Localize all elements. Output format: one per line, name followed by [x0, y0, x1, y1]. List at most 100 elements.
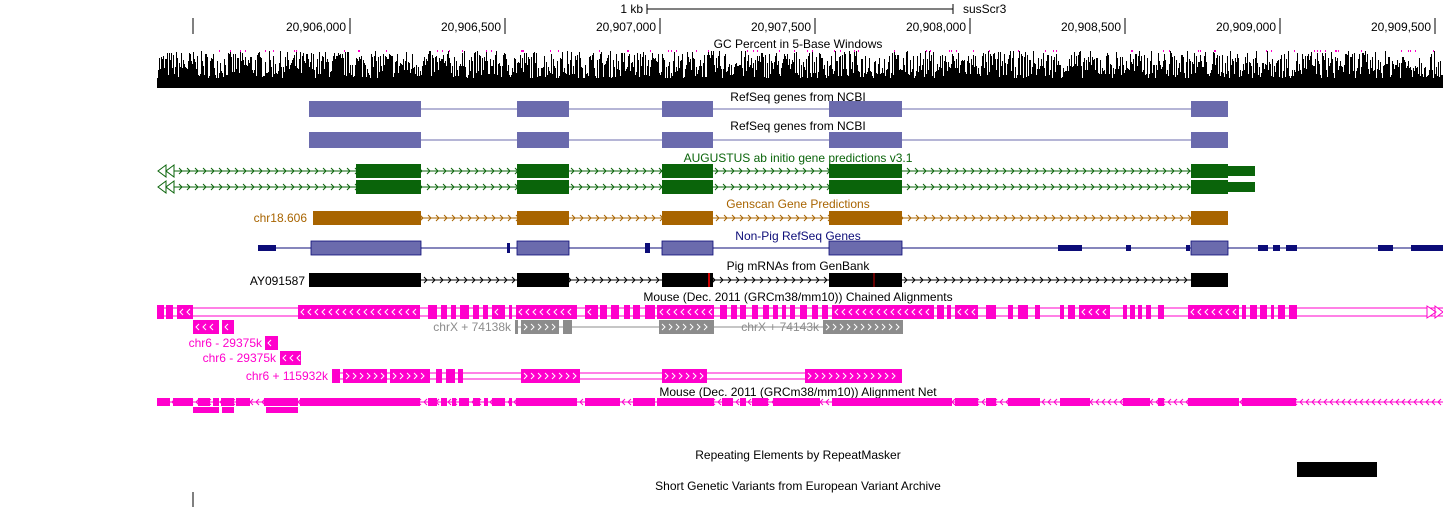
strand-arrow	[828, 372, 833, 380]
gc-bar	[176, 52, 177, 88]
gc-bar	[1035, 64, 1036, 88]
gc-bar	[351, 75, 352, 88]
gc-bar	[986, 62, 987, 88]
genscan-track[interactable]: Genscan Gene Predictions chr18.606	[254, 197, 1228, 225]
gc-bar	[1222, 55, 1223, 88]
exon-block	[662, 273, 713, 287]
strand-arrow	[834, 308, 839, 316]
gc-bar	[432, 55, 433, 88]
gc-bar	[1325, 53, 1326, 88]
mrna-alignment[interactable]	[309, 273, 1228, 287]
strand-arrow	[594, 167, 599, 175]
gc-bar	[447, 54, 448, 88]
gc-bar	[609, 77, 610, 88]
strand-arrow	[743, 276, 748, 284]
augustus-genes[interactable]	[157, 164, 1255, 194]
gc-bar	[970, 74, 971, 88]
gc-bar	[435, 57, 436, 88]
gc-bar	[945, 56, 946, 88]
gc-bar	[1181, 55, 1182, 88]
chain-block	[662, 369, 707, 383]
gc-bar	[1268, 70, 1269, 88]
gc-bar	[1206, 62, 1207, 88]
gc-bar	[1265, 64, 1266, 88]
gc-bar	[629, 54, 630, 88]
strand-arrow	[739, 214, 744, 222]
chain-block	[1250, 305, 1257, 319]
chain-alignments[interactable]	[157, 305, 1443, 383]
gc-bar	[814, 62, 815, 88]
augustus-track[interactable]: AUGUSTUS ab initio gene predictions v3.1	[157, 151, 1255, 194]
exon-block	[829, 180, 902, 194]
gc-bar	[515, 59, 516, 88]
refseq-track-2[interactable]: RefSeq genes from NCBI	[309, 119, 1228, 148]
gc-bar	[510, 77, 511, 88]
eva-variants-track[interactable]: Short Genetic Variants from European Var…	[192, 479, 941, 507]
gc-bar	[1364, 55, 1365, 88]
strand-arrow	[671, 372, 676, 380]
strand-arrow	[815, 276, 820, 284]
repeatmasker-track[interactable]: Repeating Elements by RepeatMasker	[695, 448, 1377, 477]
gc-bar	[1174, 56, 1175, 88]
strand-arrow	[767, 276, 772, 284]
gc-bar	[1287, 68, 1288, 88]
gc-max-mark	[1338, 50, 1339, 52]
gc-bar	[656, 61, 657, 88]
gc-bar	[1382, 78, 1383, 88]
gc-bar	[800, 78, 801, 88]
gc-bar	[1218, 74, 1219, 88]
exon-block	[828, 240, 903, 256]
strand-arrow	[607, 276, 612, 284]
genscan-gene[interactable]	[313, 211, 1228, 225]
strand-arrow	[699, 372, 704, 380]
mouse-net-track[interactable]: Mouse (Dec. 2011 (GRCm38/mm10)) Alignmen…	[157, 385, 1443, 413]
strand-arrow	[1026, 167, 1031, 175]
gc-bar	[756, 70, 757, 88]
gc-bar	[353, 77, 354, 88]
gc-max-mark	[794, 50, 795, 52]
net-alignments[interactable]	[157, 398, 1443, 413]
strand-arrow	[668, 323, 673, 331]
gc-bar	[815, 73, 816, 88]
mouse-chain-track[interactable]: Mouse (Dec. 2011 (GRCm38/mm10)) Chained …	[157, 290, 1443, 383]
strand-arrow	[179, 308, 184, 316]
gc-bar	[685, 69, 686, 88]
gc-bar	[745, 51, 746, 88]
strand-arrow	[537, 323, 542, 331]
gc-bar	[1316, 74, 1317, 88]
refseq-gene-2[interactable]	[309, 132, 1228, 148]
gc-bar	[1205, 52, 1206, 88]
nonpig-genes[interactable]	[258, 240, 1443, 256]
gc-bar	[888, 62, 889, 88]
repeat-element[interactable]	[1297, 462, 1377, 477]
strand-arrow	[1155, 214, 1160, 222]
gc-percent-track[interactable]: GC Percent in 5-Base Windows	[157, 37, 1443, 88]
gc-bar	[762, 53, 763, 88]
strand-arrow	[1099, 214, 1104, 222]
refseq-track-1[interactable]: RefSeq genes from NCBI	[309, 90, 1228, 117]
pig-mrna-track[interactable]: Pig mRNAs from GenBank AY091587	[250, 259, 1228, 288]
gc-bar	[1092, 57, 1093, 88]
gc-bar	[801, 65, 802, 88]
gc-bar	[1254, 73, 1255, 88]
gc-bar	[1024, 57, 1025, 88]
strand-arrow	[1098, 183, 1103, 191]
gc-bar	[860, 77, 861, 88]
gc-bar	[1190, 61, 1191, 88]
strand-arrow	[1311, 398, 1316, 406]
gc-max-mark	[894, 50, 895, 52]
gc-bar	[331, 71, 332, 88]
exon-block	[507, 243, 510, 253]
strand-arrow	[722, 167, 727, 175]
gc-bar	[192, 64, 193, 88]
gc-bar	[617, 69, 618, 88]
gc-bar	[855, 56, 856, 88]
nonpig-refseq-track[interactable]: Non-Pig RefSeq Genes	[258, 229, 1443, 256]
strand-arrow	[570, 167, 575, 175]
gc-bar	[236, 69, 237, 88]
gc-bar	[674, 52, 675, 88]
gc-bar	[535, 63, 536, 88]
gc-bar	[172, 68, 173, 88]
refseq-gene-1[interactable]	[309, 101, 1228, 117]
